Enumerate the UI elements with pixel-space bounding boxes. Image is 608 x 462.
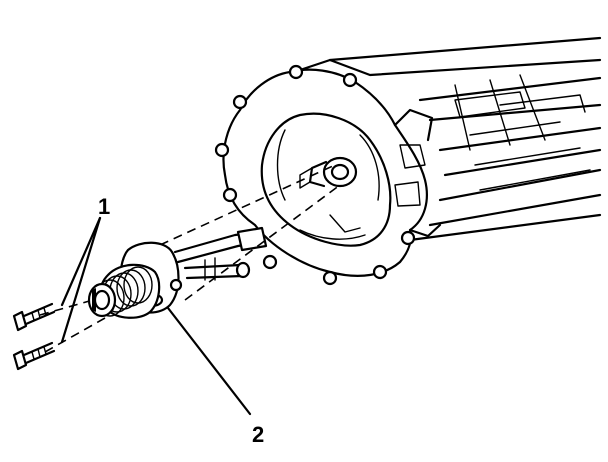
hydraulic-line-fitting — [173, 226, 268, 281]
callout-2-label: 2 — [252, 422, 264, 447]
concentric-slave-cylinder — [87, 241, 183, 319]
transmission-case — [214, 36, 602, 286]
bolt-upper — [12, 302, 56, 332]
callout-leaders — [60, 216, 252, 416]
callout-1-label: 1 — [98, 194, 110, 219]
bolts — [12, 302, 56, 371]
bolt-lower — [12, 341, 56, 371]
